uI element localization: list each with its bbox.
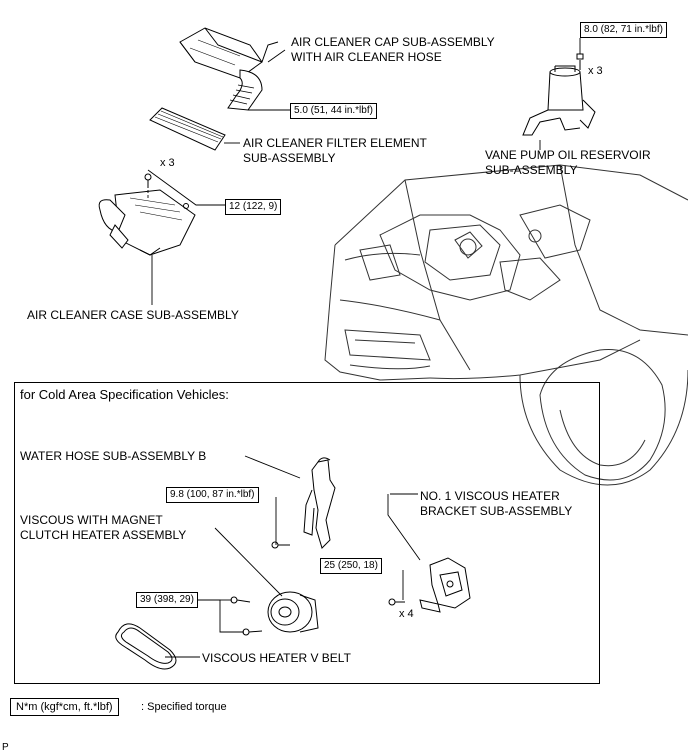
bracket-drawing xyxy=(388,557,471,613)
bracket-torque-box: 25 (250, 18) xyxy=(320,558,382,574)
section-title: for Cold Area Specification Vehicles: xyxy=(20,387,229,402)
vane-label: VANE PUMP OIL RESERVOIR SUB-ASSEMBLY xyxy=(485,148,651,177)
legend-torque-box: N*m (kgf*cm, ft.*lbf) xyxy=(10,698,119,716)
cold-area-section xyxy=(14,382,600,684)
case-torque-box: 12 (122, 9) xyxy=(225,199,282,215)
vane-torque-box: 8.0 (82, 71 in.*lbf) xyxy=(580,22,667,38)
vane-bolt-qty: x 3 xyxy=(588,65,603,77)
bracket-label: NO. 1 VISCOUS HEATER BRACKET SUB-ASSEMBL… xyxy=(420,489,573,518)
bracket-bolt-qty: x 4 xyxy=(399,608,414,620)
air-cleaner-cap-drawing xyxy=(179,27,279,111)
leader-lines xyxy=(147,38,581,658)
air-cleaner-case-drawing xyxy=(98,173,196,256)
footer-mark: P xyxy=(2,742,9,753)
cap-torque-box: 5.0 (51, 44 in.*lbf) xyxy=(290,103,377,119)
viscous-heater-label: VISCOUS WITH MAGNET CLUTCH HEATER ASSEMB… xyxy=(20,513,187,542)
air-filter-drawing xyxy=(149,107,226,151)
water-hose-drawing xyxy=(271,457,336,549)
viscous-heater-drawing xyxy=(230,591,319,636)
water-hose-label: WATER HOSE SUB-ASSEMBLY B xyxy=(20,449,207,463)
legend-text: : Specified torque xyxy=(141,701,227,713)
v-belt-label: VISCOUS HEATER V BELT xyxy=(202,651,351,665)
case-label: AIR CLEANER CASE SUB-ASSEMBLY xyxy=(27,308,239,322)
case-bolt-qty: x 3 xyxy=(160,157,175,169)
cap-label: AIR CLEANER CAP SUB-ASSEMBLY WITH AIR CL… xyxy=(291,35,495,64)
vane-pump-reservoir-drawing xyxy=(522,53,596,136)
filter-label: AIR CLEANER FILTER ELEMENT SUB-ASSEMBLY xyxy=(243,136,427,165)
vehicle-outline xyxy=(324,164,688,486)
v-belt-drawing xyxy=(115,623,177,670)
viscous-torque-box: 39 (398, 29) xyxy=(136,592,198,608)
water-hose-torque-box: 9.8 (100, 87 in.*lbf) xyxy=(166,487,259,503)
